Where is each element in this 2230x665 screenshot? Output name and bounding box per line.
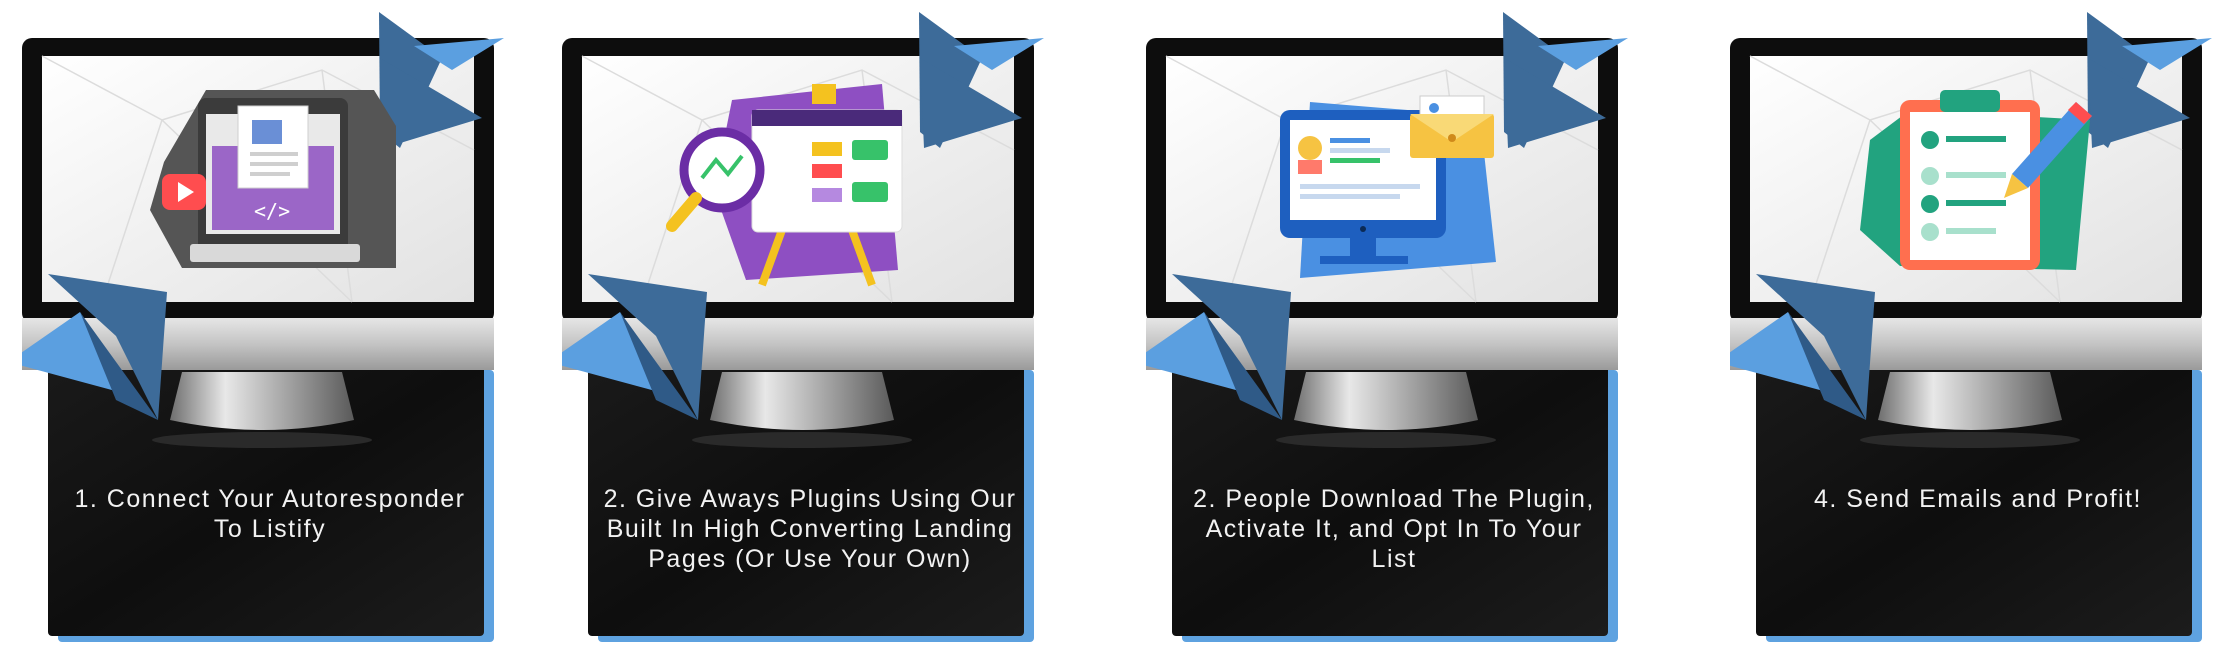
monitor-profile-envelope-icon [1280, 95, 1496, 278]
svg-text:</>: </> [254, 199, 290, 223]
step-caption: 2. People Download The Plugin, Activate … [1193, 485, 1595, 573]
clipboard-checklist-pencil-icon [1860, 90, 2092, 270]
step-caption: 4. Send Emails and Profit! [1813, 485, 2143, 513]
step-card-1: </> 1. Connect Your Autoresponder To Lis… [22, 0, 522, 665]
step-caption: 2. Give Aways Plugins Using Our Built In… [603, 485, 1017, 573]
step-caption: 1. Connect Your Autoresponder To Listify [74, 485, 466, 543]
step-card-3: 2. People Download The Plugin, Activate … [1146, 0, 1646, 665]
step-card-2: 2. Give Aways Plugins Using Our Built In… [562, 0, 1062, 665]
monitor-frame [1730, 12, 2212, 642]
step-card-4: 4. Send Emails and Profit! [1730, 0, 2230, 665]
magnifier-analytics-board-icon [666, 84, 903, 287]
laptop-code-video-icon: </> [150, 90, 396, 268]
